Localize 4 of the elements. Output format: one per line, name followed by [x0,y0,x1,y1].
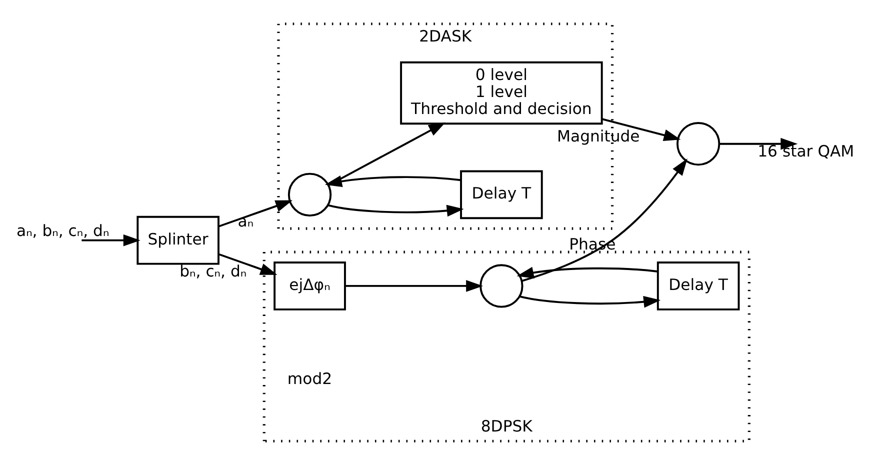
edge-label: 16 star QAM [757,141,854,160]
label: mod2 [286,368,332,388]
edge-label: Magnitude [556,126,640,146]
edge-label: aₙ, bₙ, cₙ, dₙ [16,220,109,240]
